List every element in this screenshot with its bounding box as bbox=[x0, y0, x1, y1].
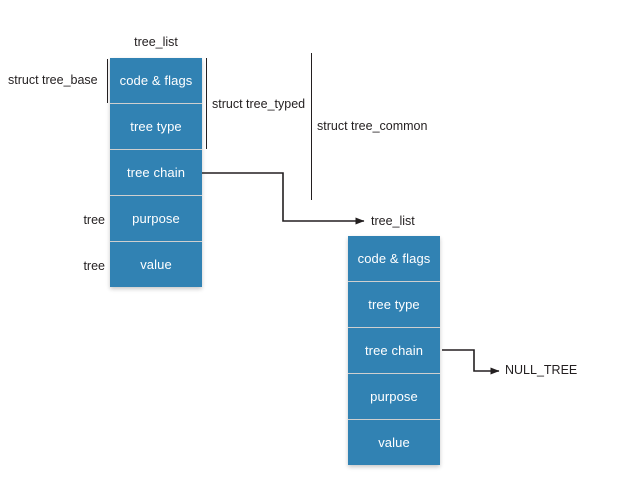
left-node-title: tree_list bbox=[134, 35, 178, 49]
connector-left-chain-to-right-node bbox=[202, 172, 365, 225]
label-struct-tree-base: struct tree_base bbox=[8, 73, 98, 87]
field-row: tree chain bbox=[110, 150, 202, 195]
field-row: tree type bbox=[110, 104, 202, 149]
field-row: value bbox=[110, 242, 202, 287]
field-row: tree chain bbox=[348, 328, 440, 373]
left-struct-block: code & flags tree type tree chain purpos… bbox=[110, 58, 202, 287]
side-label-value: tree bbox=[83, 259, 105, 273]
label-struct-tree-typed: struct tree_typed bbox=[212, 97, 306, 111]
field-row: code & flags bbox=[348, 236, 440, 281]
field-row: value bbox=[348, 420, 440, 465]
bracket-struct-tree-typed bbox=[206, 58, 207, 149]
bracket-struct-tree-common bbox=[311, 53, 312, 200]
label-struct-tree-common: struct tree_common bbox=[317, 119, 428, 133]
bracket-struct-tree-base bbox=[107, 59, 108, 103]
connector-right-chain-to-null-tree bbox=[442, 349, 500, 375]
field-row: tree type bbox=[348, 282, 440, 327]
field-row: code & flags bbox=[110, 58, 202, 103]
field-row: purpose bbox=[348, 374, 440, 419]
right-struct-block: code & flags tree type tree chain purpos… bbox=[348, 236, 440, 465]
field-row: purpose bbox=[110, 196, 202, 241]
label-null-tree: NULL_TREE bbox=[505, 363, 578, 377]
right-node-title: tree_list bbox=[371, 214, 415, 228]
side-label-purpose: tree bbox=[83, 213, 105, 227]
